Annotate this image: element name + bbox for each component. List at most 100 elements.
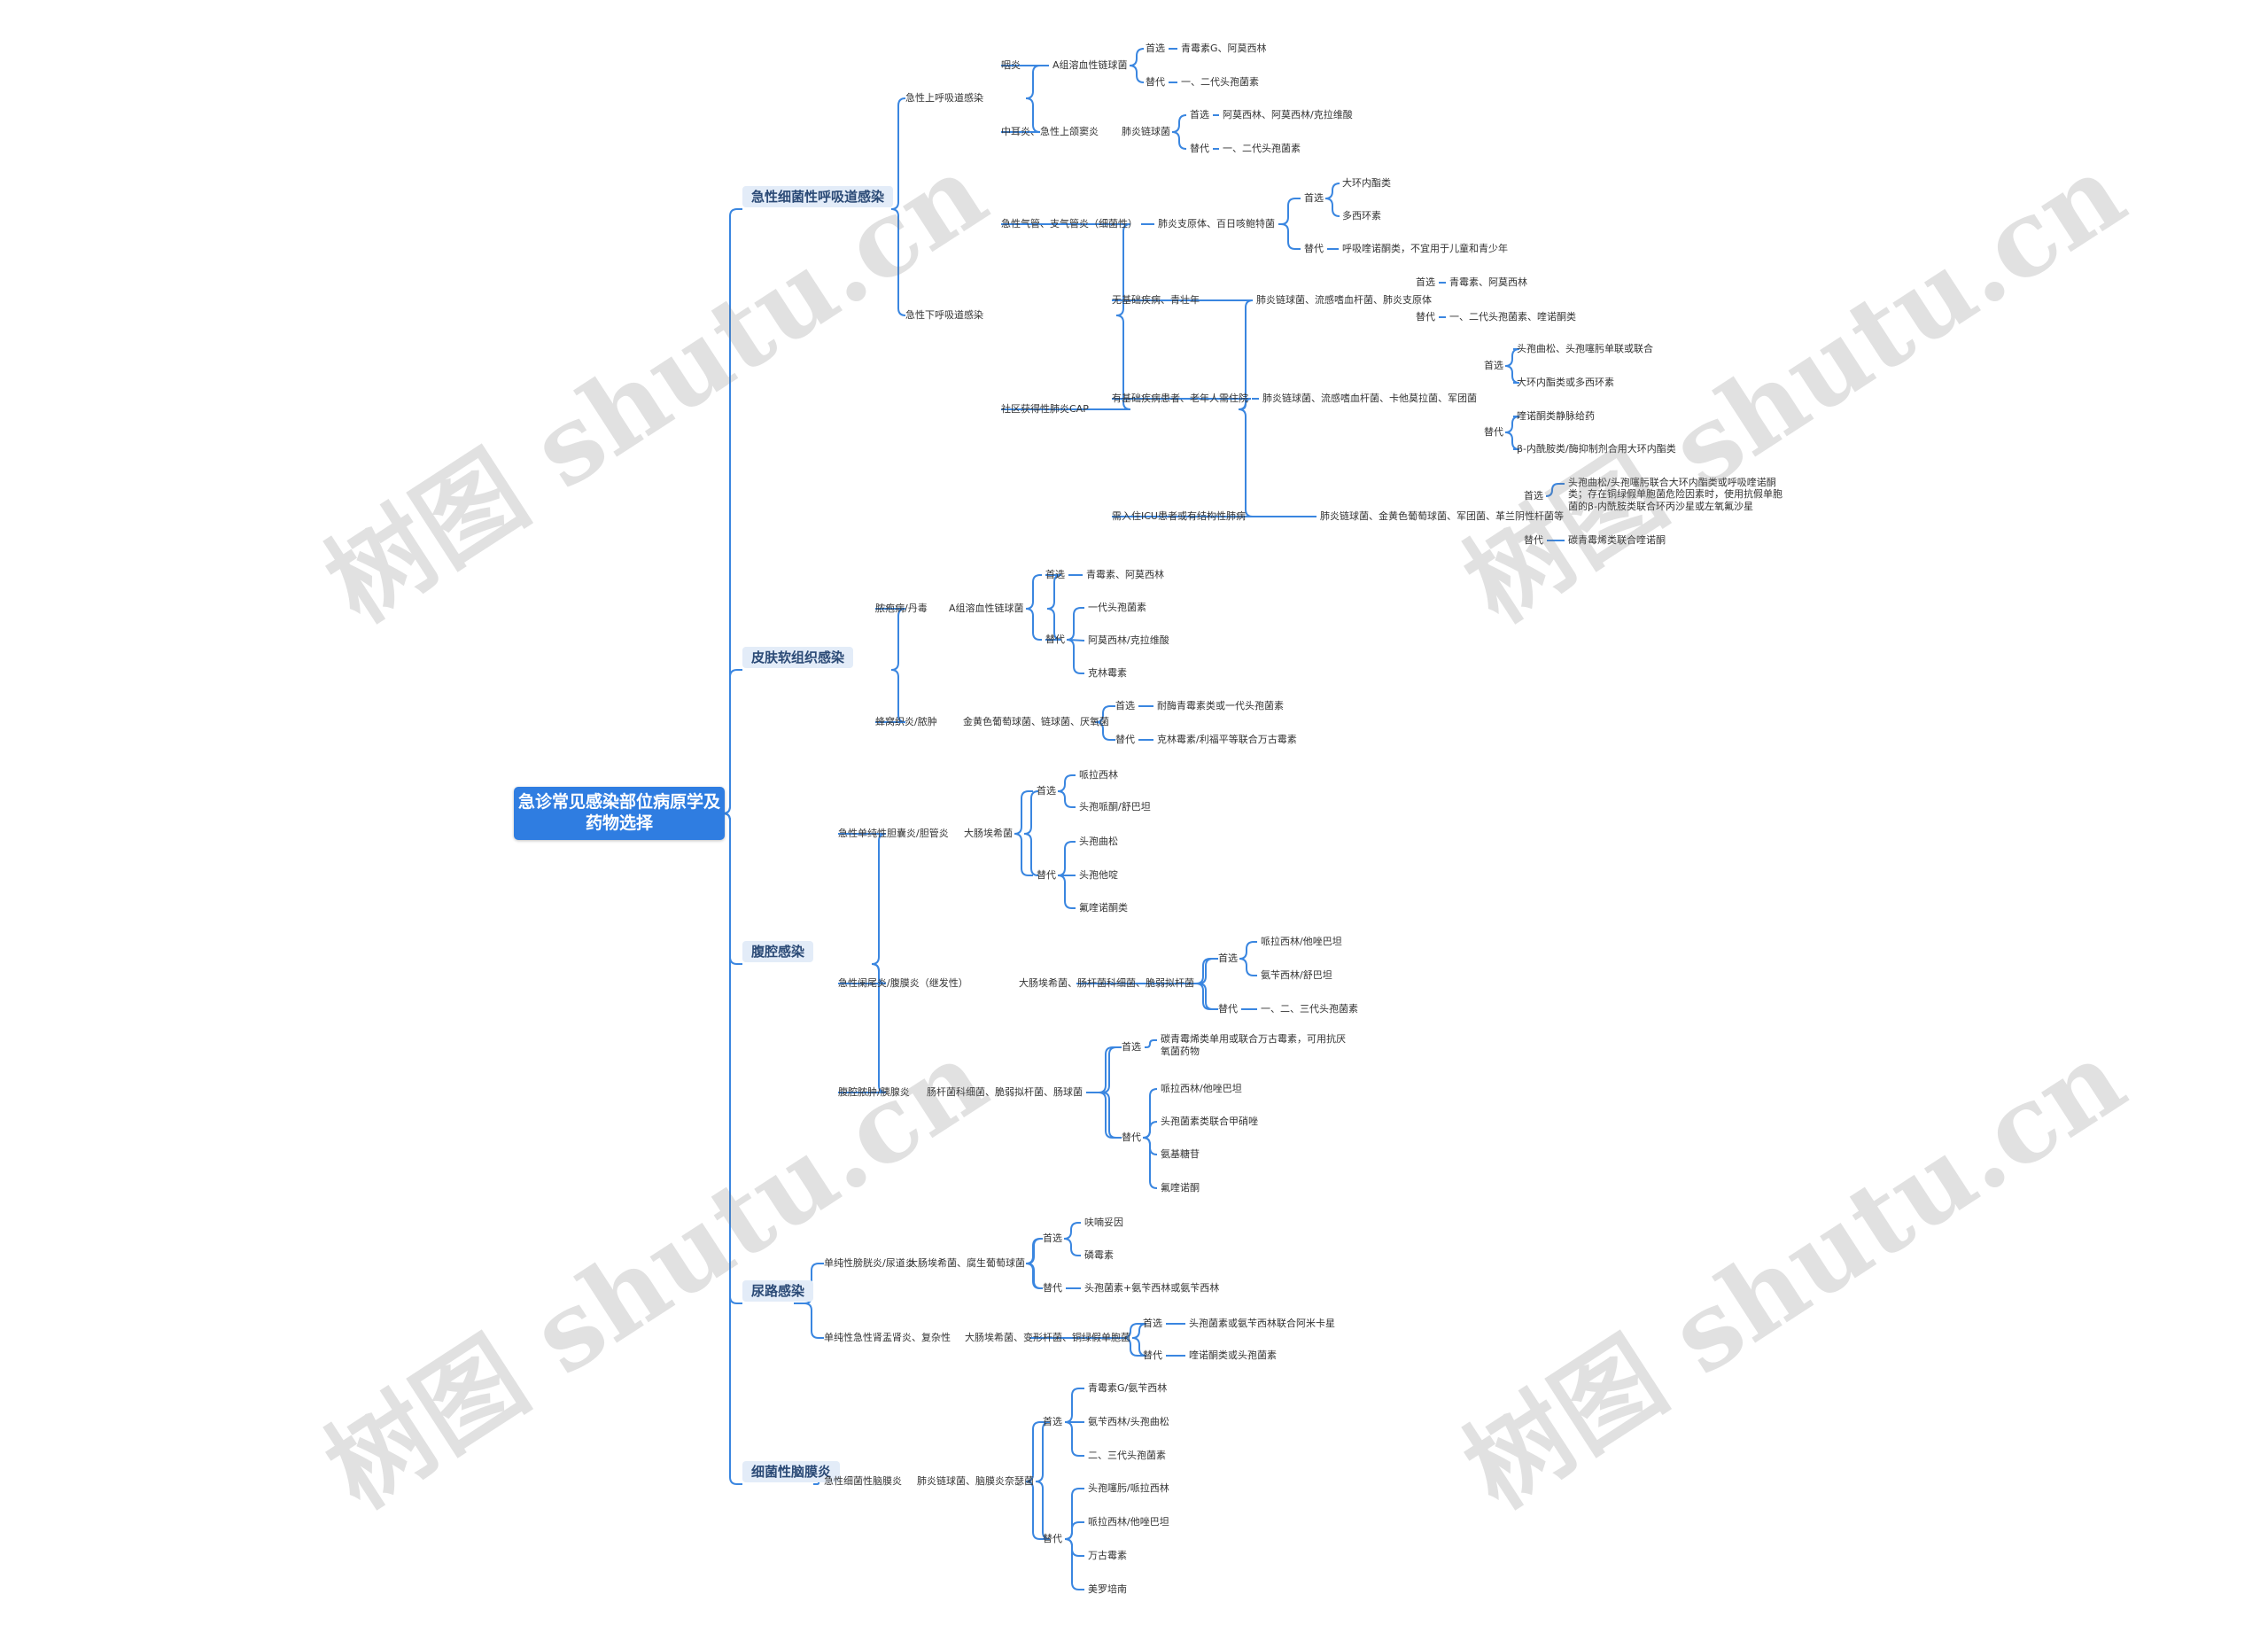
mindmap-node[interactable]: 克林霉素 bbox=[1088, 667, 1127, 679]
mindmap-node[interactable]: 肺炎支原体、百日咳鲍特菌 bbox=[1158, 218, 1275, 229]
mindmap-node[interactable]: 首选 bbox=[1115, 700, 1135, 712]
mindmap-node[interactable]: 替代 bbox=[1416, 311, 1435, 323]
mindmap-node[interactable]: 碳青霉烯类联合喹诺酮 bbox=[1568, 534, 1666, 546]
mindmap-node[interactable]: 青霉素G/氨苄西林 bbox=[1088, 1382, 1168, 1394]
mindmap-node[interactable]: 哌拉西林/他唑巴坦 bbox=[1088, 1516, 1169, 1528]
mindmap-node[interactable]: 万古霉素 bbox=[1088, 1550, 1127, 1561]
mindmap-node[interactable]: 哌拉西林 bbox=[1079, 769, 1118, 781]
mindmap-node[interactable]: 替代 bbox=[1143, 1349, 1162, 1361]
mindmap-node[interactable]: 首选 bbox=[1190, 109, 1209, 121]
mindmap-node[interactable]: 无基础疾病、青壮年 bbox=[1112, 294, 1200, 306]
mindmap-node[interactable]: 美罗培南 bbox=[1088, 1583, 1127, 1595]
mindmap-node[interactable]: 二、三代头孢菌素 bbox=[1088, 1450, 1166, 1461]
mindmap-node[interactable]: 单纯性急性肾盂肾炎、复杂性 bbox=[824, 1332, 951, 1343]
mindmap-node[interactable]: 咽炎 bbox=[1001, 59, 1021, 71]
mindmap-node[interactable]: 首选 bbox=[1218, 953, 1238, 964]
branch-meningitis[interactable]: 细菌性脑膜炎 bbox=[742, 1460, 841, 1483]
mindmap-node[interactable]: 氨基糖苷 bbox=[1161, 1148, 1200, 1160]
mindmap-node[interactable]: 头孢菌素+氨苄西林或氨苄西林 bbox=[1084, 1282, 1220, 1294]
mindmap-node[interactable]: 一、二代头孢菌素 bbox=[1181, 76, 1259, 88]
mindmap-node[interactable]: 头孢曲松/头孢噻肟联合大环内酯类或呼吸喹诺酮类；存在铜绿假单胞菌危险因素时，使用… bbox=[1568, 476, 1783, 513]
mindmap-node[interactable]: 大肠埃希菌、腐生葡萄球菌 bbox=[908, 1257, 1025, 1269]
mindmap-node[interactable]: 呋喃妥因 bbox=[1084, 1217, 1123, 1228]
mindmap-node[interactable]: 首选 bbox=[1045, 569, 1065, 580]
mindmap-node[interactable]: 首选 bbox=[1416, 276, 1435, 288]
mindmap-node[interactable]: 氨苄西林/头孢曲松 bbox=[1088, 1416, 1169, 1427]
mindmap-node[interactable]: 呼吸喹诺酮类，不宜用于儿童和青少年 bbox=[1342, 243, 1508, 254]
mindmap-node[interactable]: 一代头孢菌素 bbox=[1088, 602, 1146, 613]
mindmap-node[interactable]: 克林霉素/利福平等联合万古霉素 bbox=[1157, 734, 1297, 745]
mindmap-node[interactable]: 腹腔脓肿/胰腺炎 bbox=[838, 1086, 910, 1098]
mindmap-node[interactable]: 头孢他啶 bbox=[1079, 869, 1118, 881]
mindmap-node[interactable]: 首选 bbox=[1043, 1233, 1062, 1244]
mindmap-node[interactable]: A组溶血性链球菌 bbox=[1052, 59, 1128, 71]
mindmap-node[interactable]: 肺炎链球菌、脑膜炎奈瑟菌 bbox=[917, 1475, 1034, 1487]
mindmap-node[interactable]: 大肠埃希菌、肠杆菌科细菌、脆弱拟杆菌 bbox=[1019, 977, 1194, 989]
mindmap-node[interactable]: 肺炎链球菌、流感嗜血杆菌、卡他莫拉菌、军团菌 bbox=[1262, 393, 1477, 404]
mindmap-node[interactable]: 替代 bbox=[1190, 143, 1209, 154]
mindmap-node[interactable]: 替代 bbox=[1122, 1131, 1141, 1143]
mindmap-node[interactable]: 氟喹诺酮类 bbox=[1079, 902, 1128, 914]
mindmap-node[interactable]: 单纯性膀胱炎/尿道炎 bbox=[824, 1257, 915, 1269]
mindmap-node[interactable]: 头孢噻肟/哌拉西林 bbox=[1088, 1482, 1169, 1494]
mindmap-node[interactable]: 替代 bbox=[1218, 1003, 1238, 1015]
mindmap-node[interactable]: 首选 bbox=[1037, 785, 1056, 797]
branch-respiratory[interactable]: 急性细菌性呼吸道感染 bbox=[742, 185, 894, 208]
mindmap-node[interactable]: 急性下呼吸道感染 bbox=[905, 309, 983, 321]
branch-urinary[interactable]: 尿路感染 bbox=[742, 1279, 814, 1303]
mindmap-node[interactable]: 头孢菌素类联合甲硝唑 bbox=[1161, 1116, 1258, 1127]
mindmap-node[interactable]: 头孢菌素或氨苄西林联合阿米卡星 bbox=[1189, 1318, 1335, 1329]
mindmap-node[interactable]: 脓疱病/丹毒 bbox=[875, 603, 928, 614]
mindmap-node[interactable]: 阿莫西林/克拉维酸 bbox=[1088, 634, 1169, 646]
mindmap-node[interactable]: 头孢曲松、头孢噻肟单联或联合 bbox=[1517, 343, 1653, 354]
mindmap-node[interactable]: 哌拉西林/他唑巴坦 bbox=[1261, 936, 1342, 947]
mindmap-node[interactable]: 替代 bbox=[1045, 634, 1065, 645]
mindmap-node[interactable]: 首选 bbox=[1143, 1318, 1162, 1329]
mindmap-node[interactable]: 一、二代头孢菌素、喹诺酮类 bbox=[1449, 311, 1576, 323]
mindmap-node[interactable]: 替代 bbox=[1115, 734, 1135, 745]
mindmap-node[interactable]: A组溶血性链球菌 bbox=[949, 603, 1024, 614]
mindmap-node[interactable]: 一、二、三代头孢菌素 bbox=[1261, 1003, 1358, 1015]
mindmap-node[interactable]: 喹诺酮类或头孢菌素 bbox=[1189, 1349, 1277, 1361]
mindmap-node[interactable]: 急性单纯性胆囊炎/胆管炎 bbox=[838, 828, 949, 839]
mindmap-node[interactable]: 首选 bbox=[1524, 490, 1543, 502]
branch-skin[interactable]: 皮肤软组织感染 bbox=[742, 646, 854, 669]
mindmap-node[interactable]: 青霉素G、阿莫西林 bbox=[1181, 43, 1267, 54]
mindmap-node[interactable]: 头孢曲松 bbox=[1079, 836, 1118, 847]
mindmap-node[interactable]: 大肠埃希菌、变形杆菌、铜绿假单胞菌 bbox=[965, 1332, 1130, 1343]
mindmap-root[interactable]: 急诊常见感染部位病原学及药物选择 bbox=[514, 787, 725, 840]
mindmap-node[interactable]: 替代 bbox=[1304, 243, 1324, 254]
mindmap-node[interactable]: 首选 bbox=[1122, 1041, 1141, 1053]
mindmap-node[interactable]: 肠杆菌科细菌、脆弱拟杆菌、肠球菌 bbox=[927, 1086, 1083, 1098]
mindmap-node[interactable]: 首选 bbox=[1484, 360, 1503, 371]
mindmap-node[interactable]: 哌拉西林/他唑巴坦 bbox=[1161, 1083, 1242, 1094]
mindmap-node[interactable]: 肺炎链球菌、金黄色葡萄球菌、军团菌、革兰阴性杆菌等 bbox=[1320, 510, 1564, 522]
mindmap-node[interactable]: 阿莫西林、阿莫西林/克拉维酸 bbox=[1223, 109, 1353, 121]
mindmap-node[interactable]: 急性阑尾炎/腹膜炎（继发性） bbox=[838, 977, 968, 989]
mindmap-node[interactable]: 肺炎链球菌、流感嗜血杆菌、肺炎支原体 bbox=[1256, 294, 1432, 306]
mindmap-node[interactable]: 金黄色葡萄球菌、链球菌、厌氧菌 bbox=[963, 716, 1109, 727]
mindmap-node[interactable]: 大肠埃希菌 bbox=[964, 828, 1013, 839]
mindmap-node[interactable]: 需入住ICU患者或有结构性肺病 bbox=[1112, 510, 1246, 522]
mindmap-node[interactable]: 喹诺酮类静脉给药 bbox=[1517, 410, 1595, 422]
mindmap-node[interactable]: 替代 bbox=[1524, 534, 1543, 546]
mindmap-node[interactable]: 急性气管、支气管炎（细菌性） bbox=[1001, 218, 1138, 229]
mindmap-node[interactable]: 耐酶青霉素类或一代头孢菌素 bbox=[1157, 700, 1284, 712]
mindmap-node[interactable]: 一、二代头孢菌素 bbox=[1223, 143, 1301, 154]
mindmap-node[interactable]: 氟喹诺酮 bbox=[1161, 1182, 1200, 1194]
mindmap-node[interactable]: 中耳炎、急性上颌窦炎 bbox=[1001, 126, 1099, 137]
mindmap-node[interactable]: 首选 bbox=[1304, 192, 1324, 204]
branch-abdominal[interactable]: 腹腔感染 bbox=[742, 940, 814, 963]
mindmap-node[interactable]: 替代 bbox=[1146, 76, 1165, 88]
mindmap-node[interactable]: 肺炎链球菌 bbox=[1122, 126, 1170, 137]
mindmap-node[interactable]: 有基础疾病患者、老年人需住院 bbox=[1112, 393, 1248, 404]
mindmap-node[interactable]: 替代 bbox=[1043, 1533, 1062, 1544]
mindmap-node[interactable]: 多西环素 bbox=[1342, 210, 1381, 222]
mindmap-node[interactable]: 替代 bbox=[1037, 869, 1056, 881]
mindmap-node[interactable]: 青霉素、阿莫西林 bbox=[1086, 569, 1164, 580]
mindmap-node[interactable]: 社区获得性肺炎CAP bbox=[1001, 403, 1089, 415]
mindmap-node[interactable]: 大环内酯类 bbox=[1342, 177, 1391, 189]
mindmap-node[interactable]: 磷霉素 bbox=[1084, 1249, 1114, 1261]
mindmap-node[interactable]: 青霉素、阿莫西林 bbox=[1449, 276, 1527, 288]
mindmap-node[interactable]: 蜂窝织炎/脓肿 bbox=[875, 716, 937, 727]
